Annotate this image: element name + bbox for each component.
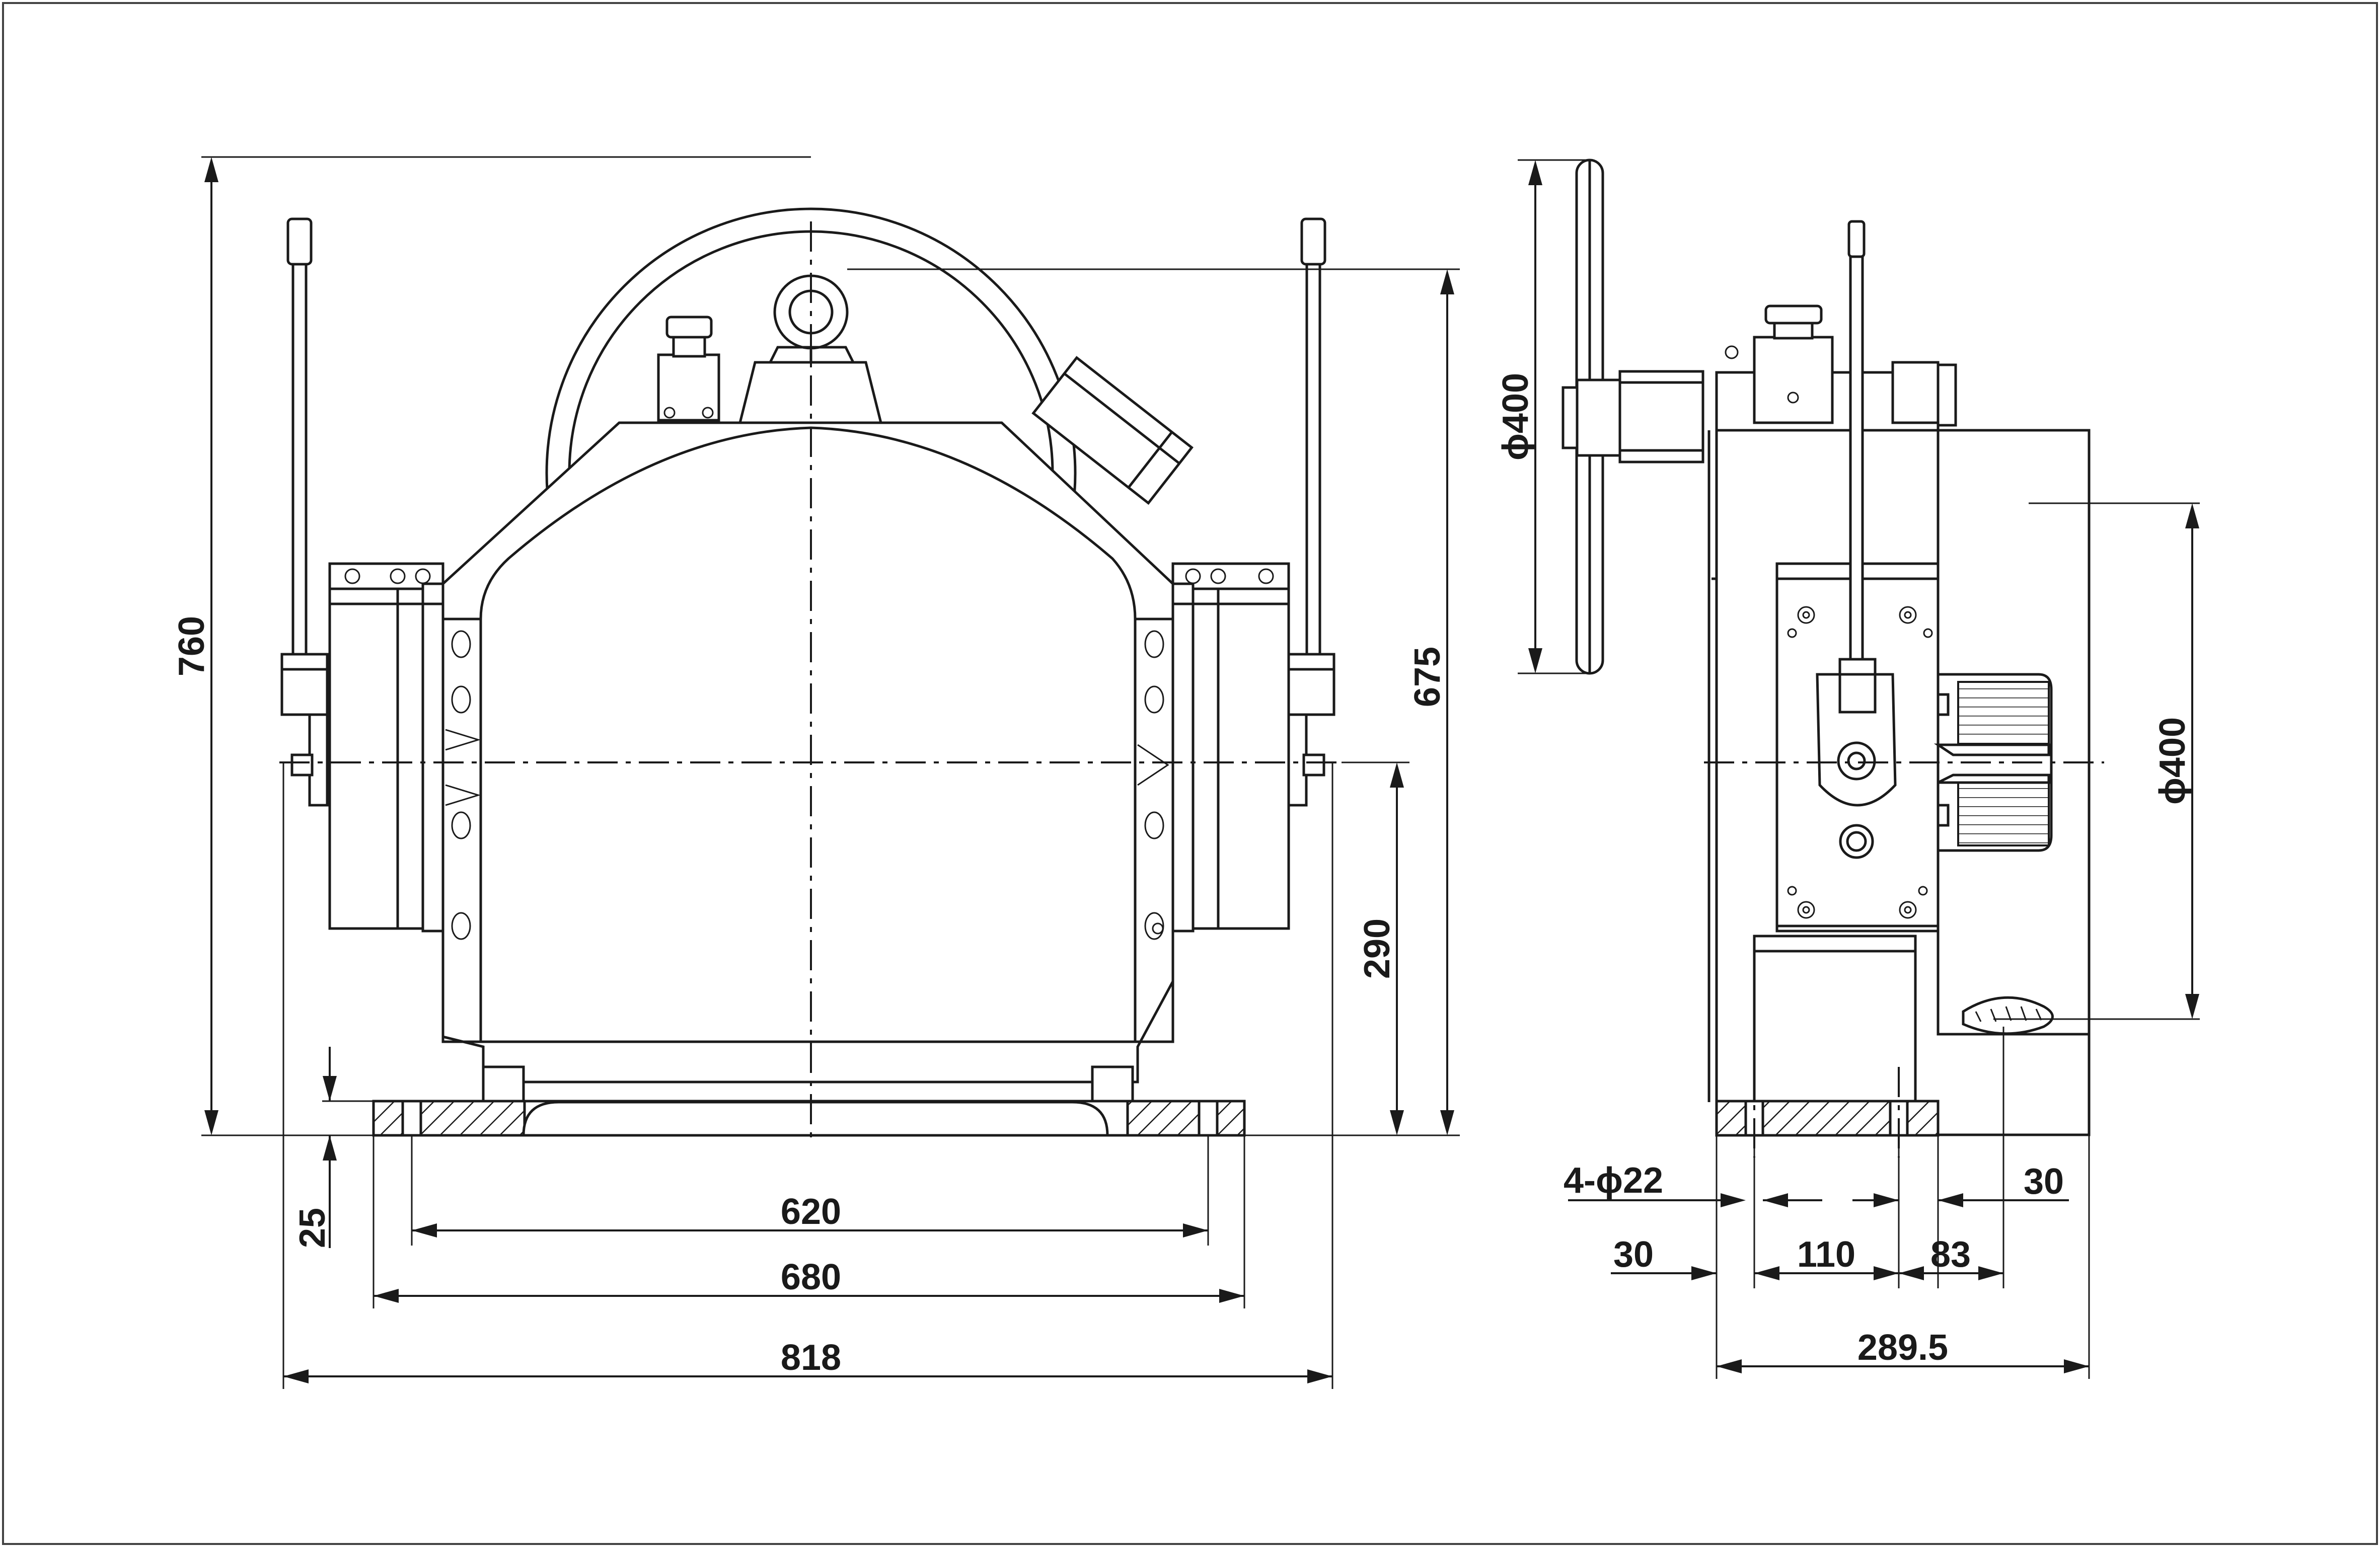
switch-body [657,353,720,422]
front-base [372,1065,1246,1137]
dim-overall-height: 760 [172,616,212,676]
dim-overall-width: 818 [781,1338,841,1378]
left-brake [280,217,444,933]
dim-hole-pitch: 110 [1797,1234,1855,1275]
dim-offset-right: 30 [2024,1162,2064,1202]
dim-hole-spacing: 620 [781,1192,841,1232]
dim-shaft-height: 290 [1357,918,1397,979]
dim-mounting-holes: 4-ϕ22 [1564,1161,1663,1201]
side-view [1561,159,2104,1157]
dim-base-length: 680 [781,1257,841,1297]
sheave-groove-detail [1962,996,2054,1035]
front-view [279,207,1342,1137]
dim-overall-depth: 289.5 [1857,1328,1948,1368]
dim-offset-left: 30 [1613,1234,1654,1275]
left-side-slots [441,617,482,1043]
side-dimensions: ϕ400 ϕ400 4-ϕ22 30 30 [1496,159,2200,1379]
dim-handwheel-diameter: ϕ400 [1496,373,1536,460]
right-brake [1171,217,1335,933]
left-lever-handle [286,217,313,266]
dim-sheave-offset: 83 [1930,1234,1971,1275]
encoder-box [1031,356,1194,505]
front-dimensions: 760 675 290 25 620 680 [172,156,1460,1389]
dim-center-height: 675 [1407,647,1448,707]
dim-base-thickness: 25 [292,1208,333,1248]
dim-sheave-diameter: ϕ400 [2152,717,2193,805]
right-lever-handle [1300,217,1326,266]
motor-front-cover [479,426,1137,1043]
right-side-slots [1134,617,1174,1043]
